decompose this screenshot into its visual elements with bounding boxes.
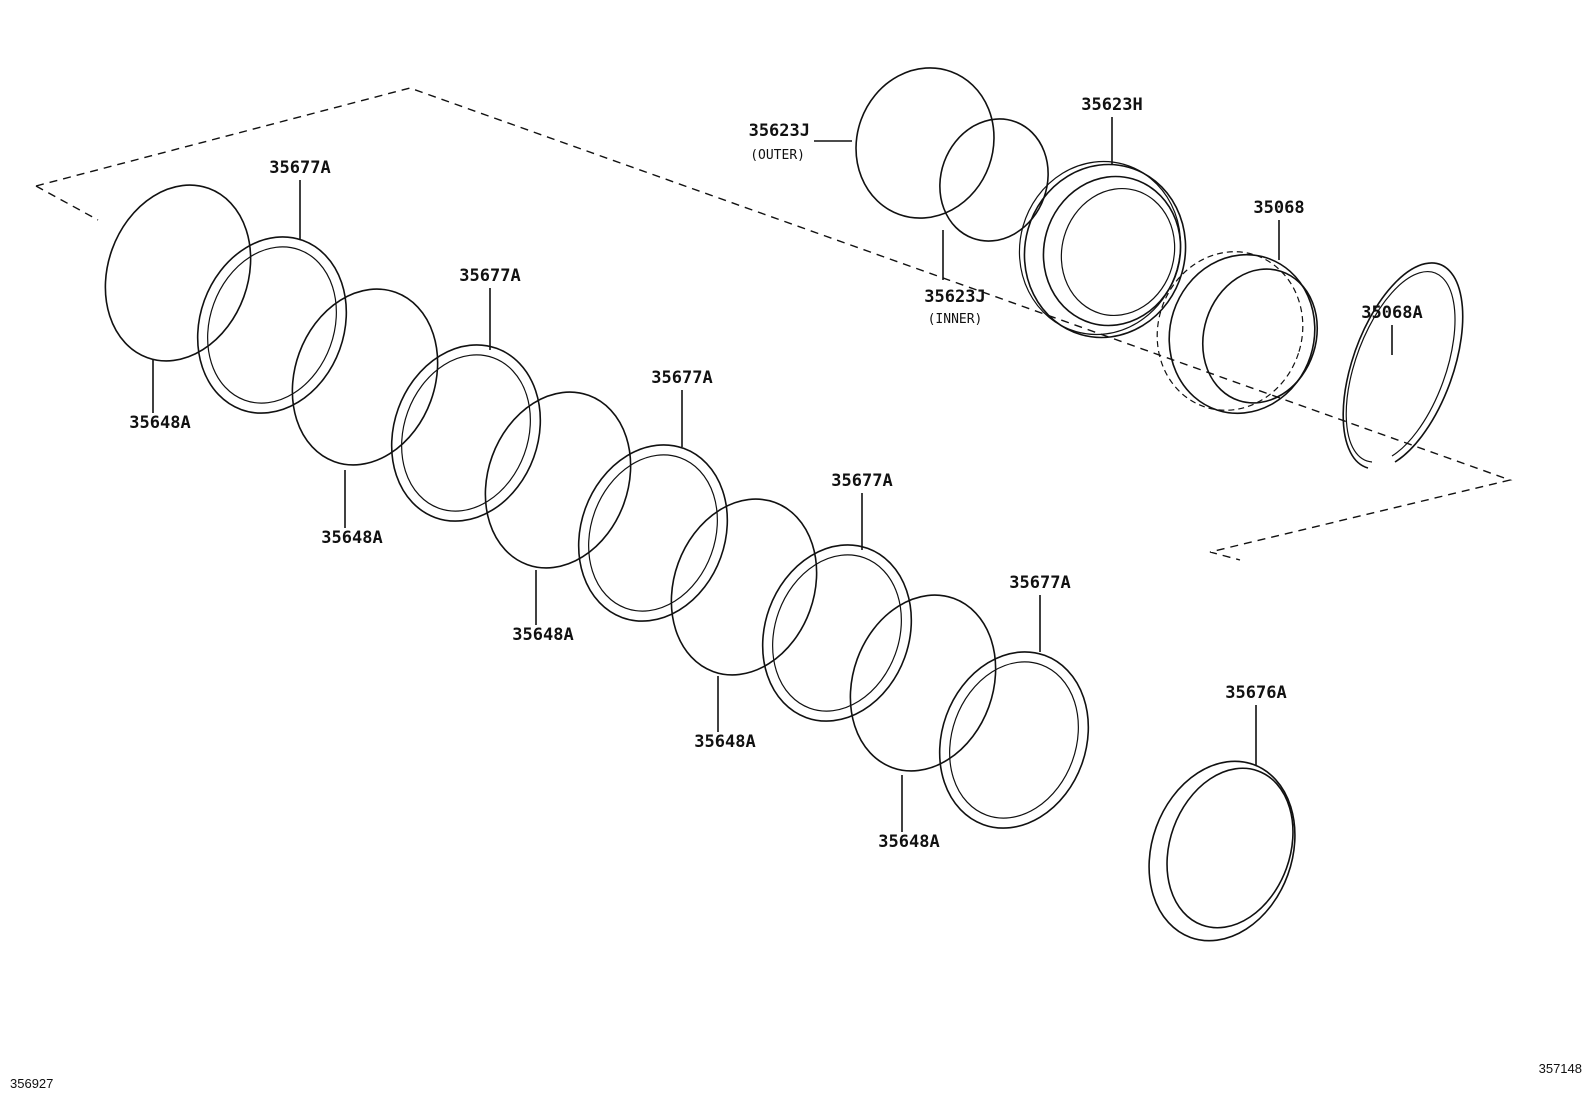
corner-reference-right: 357148 — [1539, 1061, 1582, 1076]
leader-lines — [152, 117, 1393, 832]
callout-35623j-inner-note: (INNER) — [928, 312, 983, 327]
callout-35623h: 35623H — [1081, 95, 1142, 115]
callout-35677a: 35677A — [459, 266, 520, 286]
clutch-flange — [1148, 760, 1296, 942]
corner-reference-left: 356927 — [10, 1076, 53, 1091]
clutch-piston — [1018, 160, 1187, 339]
callout-35648a: 35648A — [512, 625, 573, 645]
assembly-boundary — [35, 87, 1513, 561]
snap-ring-35068a — [1342, 262, 1464, 469]
callout-35068a: 35068A — [1361, 303, 1422, 323]
callout-35677a: 35677A — [269, 158, 330, 178]
snap-ring-inner — [1345, 271, 1456, 463]
callout-35623j-outer: 35623J — [749, 121, 810, 141]
outer-seal-ring — [855, 67, 995, 219]
callout-35648a: 35648A — [321, 528, 382, 548]
callout-35648a: 35648A — [129, 413, 190, 433]
clutch-plates — [196, 236, 1090, 829]
callout-35648a: 35648A — [878, 832, 939, 852]
callout-35677a: 35677A — [831, 471, 892, 491]
assembly-boundary-left-end — [35, 185, 99, 221]
return-spring — [1156, 251, 1319, 415]
callout-35648a: 35648A — [694, 732, 755, 752]
callout-35676a: 35676A — [1225, 683, 1286, 703]
callout-35677a: 35677A — [651, 368, 712, 388]
callout-35677a: 35677A — [1009, 573, 1070, 593]
clutch-discs — [104, 184, 997, 772]
callout-35623j-outer-note: (OUTER) — [750, 148, 805, 163]
callout-35623j-inner: 35623J — [924, 287, 985, 307]
callout-35068: 35068 — [1253, 198, 1304, 218]
